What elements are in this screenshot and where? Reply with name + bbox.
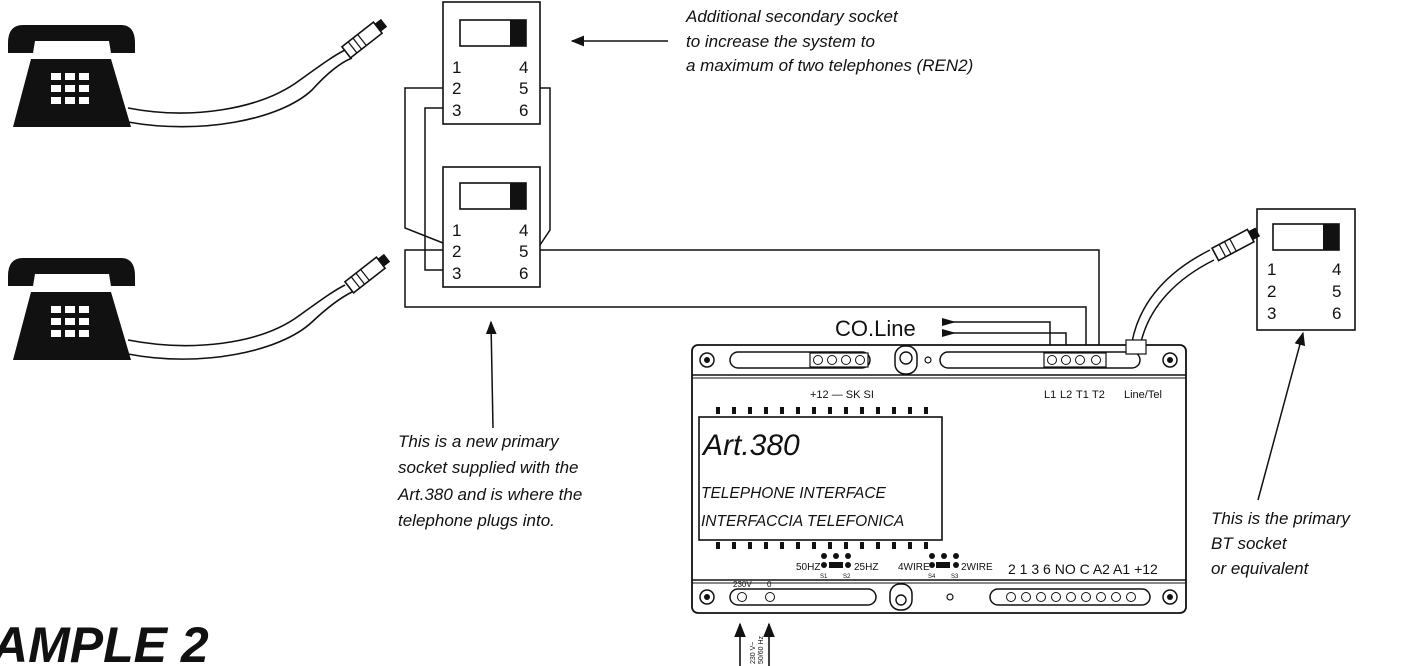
svg-text:to increase the system to: to increase the system to <box>686 32 875 51</box>
pin-label: 2 <box>452 242 461 261</box>
pin-label: 4 <box>1332 260 1341 279</box>
svg-text:socket supplied with the: socket supplied with the <box>398 458 579 477</box>
wiring <box>404 87 1215 355</box>
terminal-label: L2 <box>1060 389 1072 401</box>
pin-label: 3 <box>452 101 461 120</box>
bt-primary-socket: 1 2 3 4 5 6 <box>1256 208 1356 331</box>
pin-label: 1 <box>1267 260 1276 279</box>
power-rotated-label: 230 V~ <box>750 642 757 664</box>
jumper-label: 25HZ <box>854 562 878 573</box>
co-line-arrows <box>942 318 956 337</box>
phone-plug <box>344 251 393 294</box>
svg-text:This is the primary: This is the primary <box>1211 509 1351 528</box>
note-new-primary-socket: This is a new primary socket supplied wi… <box>397 432 582 530</box>
pin-label: 6 <box>519 264 528 283</box>
pin-label: 3 <box>452 264 461 283</box>
pin-label: 4 <box>519 58 528 77</box>
jumper-label: 4WIRE <box>898 562 930 573</box>
pin-label: 1 <box>452 221 461 240</box>
annotation-arrows <box>485 35 1306 501</box>
svg-text:Additional secondary socket: Additional secondary socket <box>685 7 899 26</box>
co-line-label: CO.Line <box>835 316 916 341</box>
jumper-label: 2WIRE <box>961 562 993 573</box>
art380-device: +12 — SK SI L1 L2 T1 T2 Line/Tel Art.380… <box>691 339 1187 614</box>
new-primary-socket: 1 2 3 4 5 6 <box>442 166 541 288</box>
power-label: 0 <box>767 580 772 589</box>
pin-label: 2 <box>1267 282 1276 301</box>
jumper-id: S3 <box>951 574 959 580</box>
note-secondary-socket: Additional secondary socket to increase … <box>685 7 973 75</box>
phone-cord <box>127 49 353 128</box>
page-title: AMPLE 2 <box>0 617 209 666</box>
svg-text:a maximum of two telephones (R: a maximum of two telephones (REN2) <box>686 56 973 75</box>
terminal-label: 2 1 3 6 NO C A2 A1 +12 <box>1008 561 1158 577</box>
pin-label: 3 <box>1267 304 1276 323</box>
secondary-socket: 1 2 3 4 5 6 <box>442 1 541 125</box>
jumper-label: 50HZ <box>796 562 820 573</box>
power-label: 230V <box>733 580 752 589</box>
model-label: Art.380 <box>701 429 800 462</box>
pin-label: 5 <box>519 79 528 98</box>
pin-label: 6 <box>1332 304 1341 323</box>
jumper-id: S2 <box>843 574 851 580</box>
power-arrows <box>734 622 775 666</box>
terminal-label: T1 <box>1076 389 1089 401</box>
telephone-icon <box>8 25 135 127</box>
telephone-icon <box>8 258 135 360</box>
pin-label: 4 <box>519 221 528 240</box>
jumper-id: S1 <box>820 574 828 580</box>
svg-text:BT socket: BT socket <box>1211 534 1288 553</box>
bt-plug <box>1211 224 1262 262</box>
svg-text:This is a new primary: This is a new primary <box>398 432 560 451</box>
svg-text:Art.380 and is where the: Art.380 and is where the <box>397 485 582 504</box>
pin-label: 1 <box>452 58 461 77</box>
jumper-id: S4 <box>928 574 936 580</box>
terminal-label: +12 — SK SI <box>810 389 874 401</box>
phone-plug <box>341 16 390 59</box>
power-rotated-label: 50/60 Hz <box>758 635 765 664</box>
pin-label: 6 <box>519 101 528 120</box>
phone-cord <box>127 284 353 360</box>
note-bt-primary-socket: This is the primary BT socket or equival… <box>1211 509 1351 578</box>
pin-label: 5 <box>1332 282 1341 301</box>
terminal-label: Line/Tel <box>1124 389 1162 401</box>
device-subtitle-en: TELEPHONE INTERFACE <box>701 485 887 502</box>
terminal-label: T2 <box>1092 389 1105 401</box>
terminal-label: L1 <box>1044 389 1056 401</box>
pin-label: 2 <box>452 79 461 98</box>
svg-text:or equivalent: or equivalent <box>1211 559 1310 578</box>
device-subtitle-it: INTERFACCIA TELEFONICA <box>701 513 904 530</box>
pin-label: 5 <box>519 242 528 261</box>
svg-text:telephone plugs into.: telephone plugs into. <box>398 511 555 530</box>
